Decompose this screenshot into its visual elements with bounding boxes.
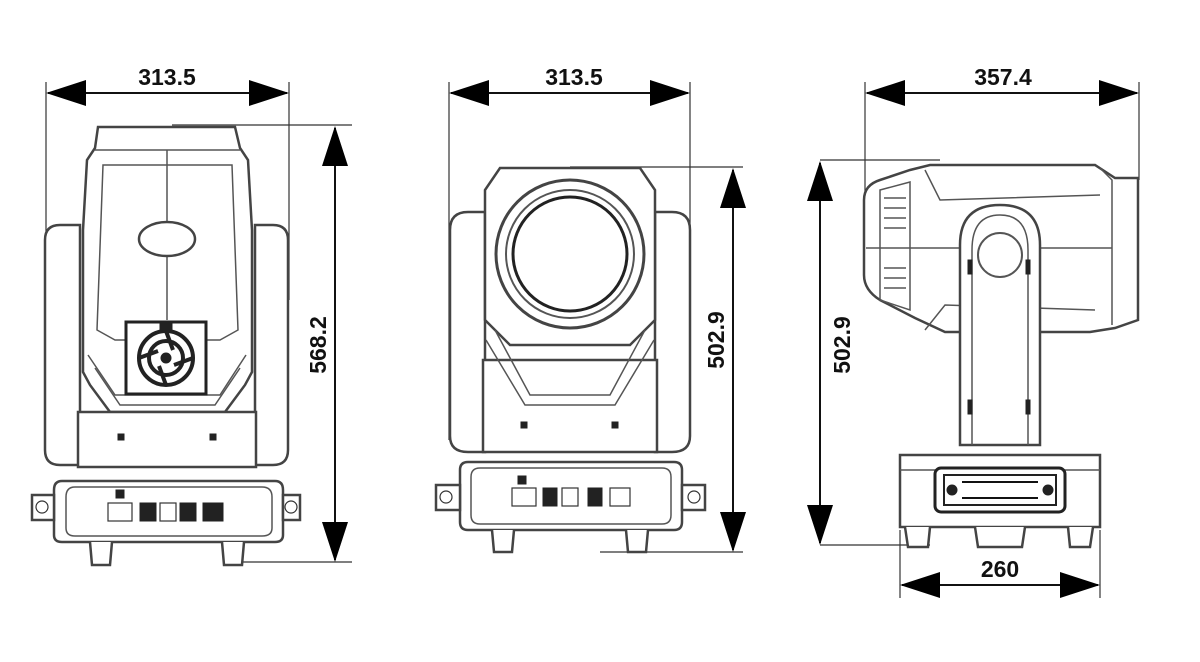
lens-head [483,166,657,406]
side-view: 357.4 502.9 260 [807,64,1140,598]
side-base [898,453,1102,549]
front-base [30,479,302,567]
lens-height-dimension: 502.9 [703,168,746,552]
front-width-label: 313.5 [138,64,196,90]
base-width-label: 260 [981,556,1019,582]
front-head [81,125,254,414]
side-yoke [958,203,1042,447]
lens-base [434,460,707,554]
lens-width-dimension: 313.5 [449,64,690,106]
lens-width-label: 313.5 [545,64,603,90]
front-view: 313.5 568.2 [30,64,352,567]
side-width-label: 357.4 [974,64,1032,90]
front-height-label: 568.2 [305,316,331,374]
side-vent-icon [884,197,906,289]
side-height-dimension: 502.9 [807,161,855,545]
lens-icon [494,178,646,330]
front-width-dimension: 313.5 [46,64,289,106]
front-height-dimension: 568.2 [305,126,348,562]
lens-height-label: 502.9 [703,311,729,369]
display-panel-icon [933,466,1067,514]
side-height-label: 502.9 [829,316,855,374]
lens-view: 313.5 502.9 [434,64,746,554]
lens-yoke [448,210,692,454]
side-width-dimension: 357.4 [865,64,1139,106]
front-yoke [43,223,290,469]
base-width-dimension: 260 [900,556,1100,598]
fan-icon [124,320,208,396]
